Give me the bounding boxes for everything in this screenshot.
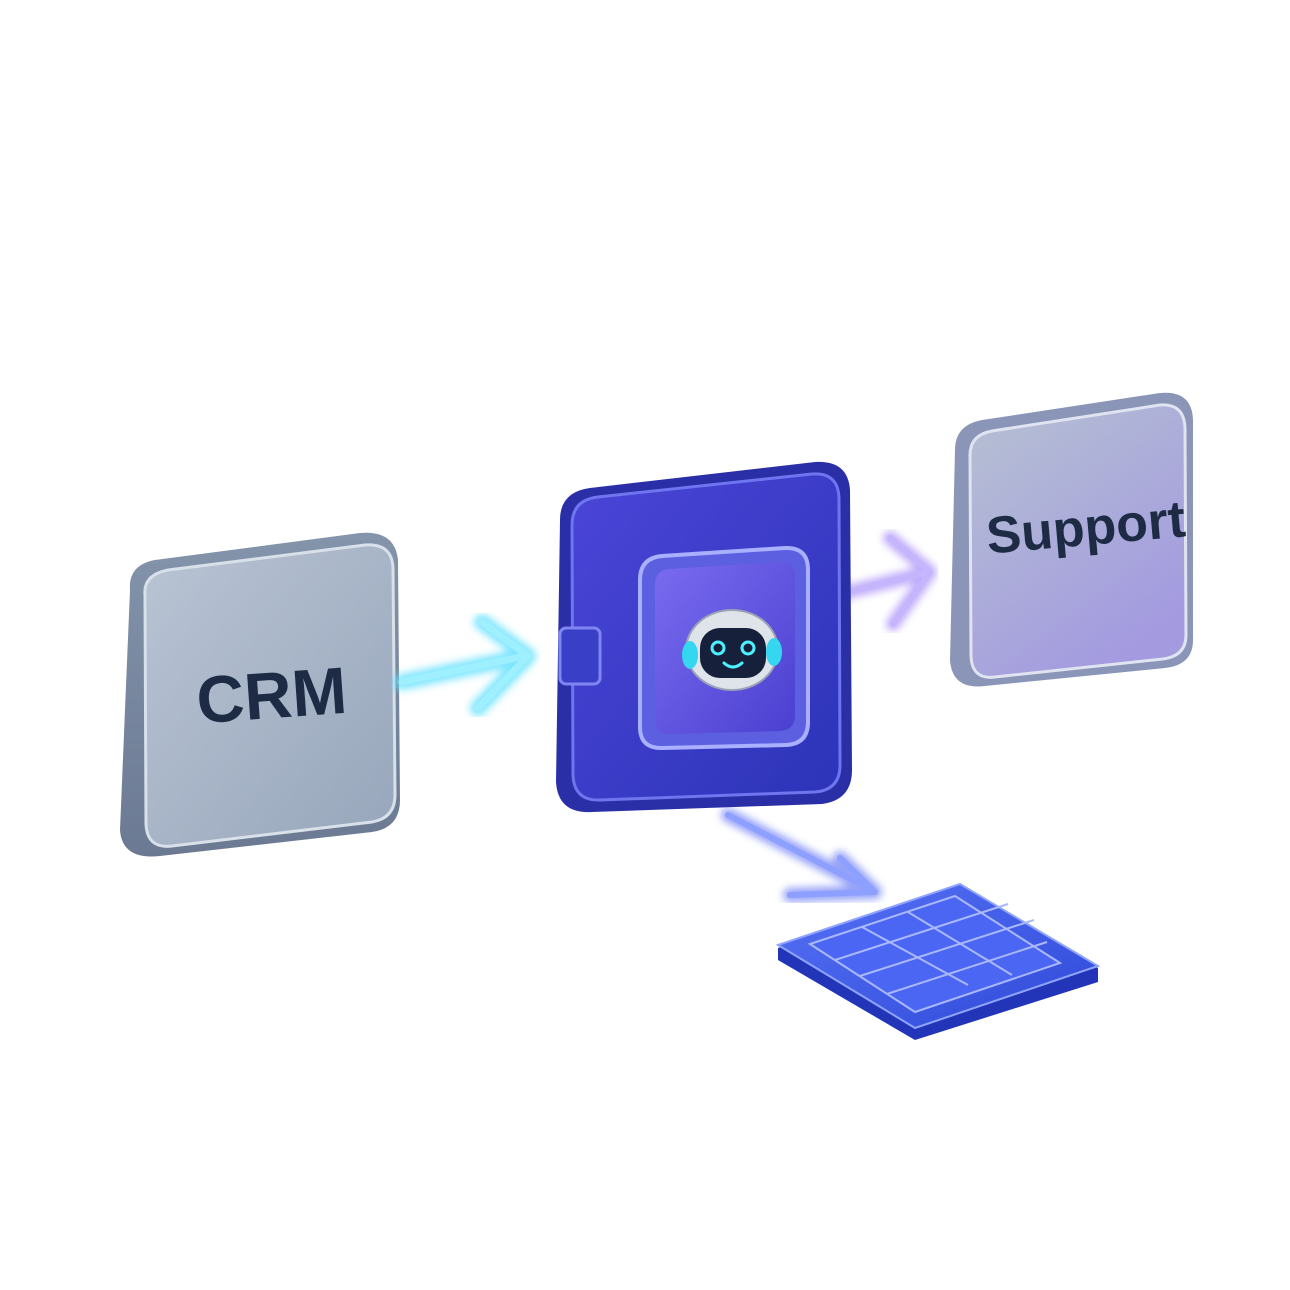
connector-port <box>558 626 602 686</box>
arrow-agent-to-support <box>841 531 937 631</box>
support-node[interactable]: Support <box>950 392 1193 687</box>
arrow-crm-to-agent <box>394 614 536 716</box>
arrow-agent-to-output <box>721 808 882 902</box>
output-panel[interactable] <box>775 882 1101 1040</box>
agent-node[interactable] <box>556 461 852 813</box>
crm-node[interactable]: CRM <box>120 532 400 857</box>
crm-label: CRM <box>194 653 349 737</box>
grid-panel-icon <box>807 894 1063 1014</box>
robot-icon <box>682 609 782 691</box>
